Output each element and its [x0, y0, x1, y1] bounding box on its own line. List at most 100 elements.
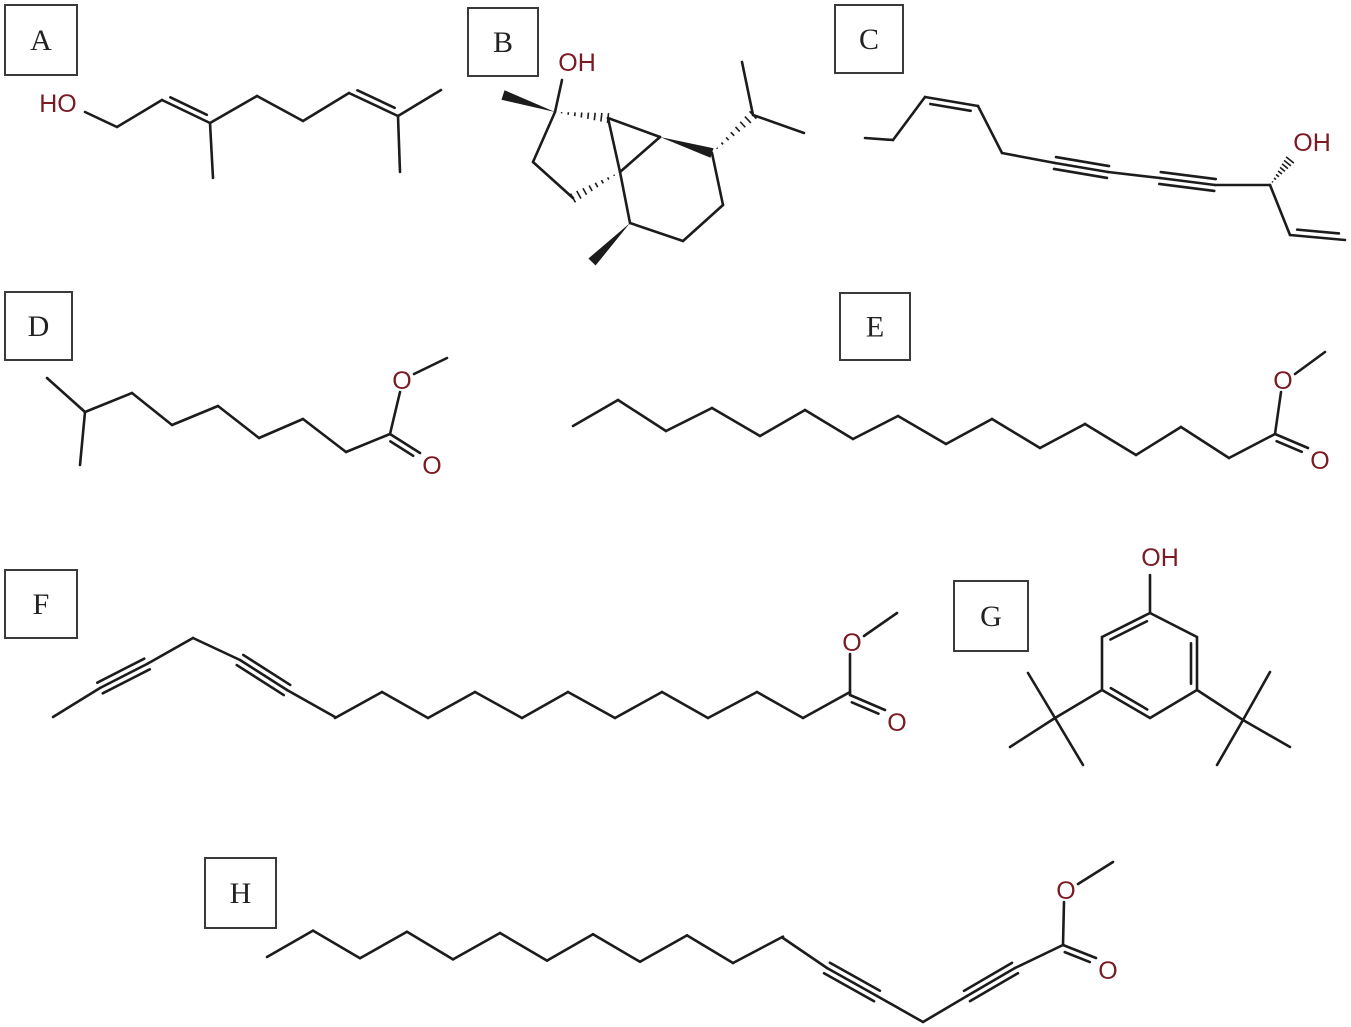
- single-bond: [1241, 718, 1292, 749]
- single-bond: [606, 116, 662, 139]
- hash-line: [586, 112, 590, 119]
- triple-bond-outer: [822, 971, 876, 1003]
- single-bond: [83, 391, 134, 414]
- single-bond: [1061, 900, 1066, 947]
- double-bond: [1100, 688, 1152, 720]
- double-bond-inner: [929, 102, 972, 113]
- single-bond: [896, 414, 948, 446]
- double-bond: [848, 693, 887, 712]
- single-bond: [333, 690, 384, 720]
- single-bond: [78, 410, 87, 467]
- single-bond: [405, 930, 455, 961]
- triple-bond-outer: [968, 971, 1020, 1003]
- single-bond: [681, 203, 725, 243]
- single-bond: [396, 88, 443, 118]
- triple-bond: [965, 966, 1017, 998]
- triple-bond: [1053, 161, 1110, 174]
- hash-line: [569, 193, 577, 203]
- hash-line: [594, 182, 599, 188]
- single-bond: [781, 936, 829, 970]
- atom-label: O: [1310, 447, 1329, 475]
- atom-label: OH: [558, 49, 596, 77]
- triple-bond: [825, 966, 879, 998]
- hash-line: [1273, 177, 1277, 181]
- wedge-bond: [588, 223, 630, 266]
- double-bond: [347, 91, 400, 118]
- single-bond: [1148, 611, 1199, 639]
- triple-bond-outer: [1052, 167, 1109, 180]
- atom-label: O: [1056, 877, 1075, 905]
- hash-line: [580, 112, 583, 118]
- structure-h: H O O: [204, 857, 1118, 1024]
- single-bond: [1053, 716, 1085, 767]
- single-bond: [566, 690, 617, 720]
- single-bond: [755, 690, 805, 720]
- structure-label: H: [230, 877, 252, 910]
- atom-label: O: [422, 452, 441, 480]
- single-bond: [473, 690, 524, 720]
- hash-line: [734, 126, 741, 133]
- label-box: [834, 4, 904, 74]
- single-bond: [863, 136, 895, 142]
- single-bond: [531, 160, 575, 200]
- single-bond: [710, 151, 725, 207]
- hash-line: [739, 121, 746, 128]
- single-bond: [1053, 688, 1104, 720]
- single-bond: [751, 113, 806, 135]
- atom-label: O: [1273, 367, 1292, 395]
- single-bond: [1148, 688, 1199, 720]
- double-bond-inner: [1109, 686, 1149, 711]
- hash-line: [744, 115, 752, 124]
- single-bond: [613, 690, 664, 720]
- hash-line: [600, 112, 603, 122]
- single-bond: [191, 636, 242, 662]
- single-bond: [1038, 422, 1087, 450]
- double-bond-inner: [1063, 950, 1092, 964]
- single-bond: [1000, 151, 1057, 165]
- single-bond: [145, 636, 195, 666]
- single-bond: [412, 356, 449, 376]
- double-bond-inner: [850, 701, 880, 716]
- single-bond: [710, 406, 762, 438]
- hash-line: [613, 174, 616, 177]
- single-bond: [553, 78, 564, 114]
- atom-label: O: [1098, 957, 1117, 985]
- triple-bond-outer: [101, 668, 152, 695]
- structure-label: D: [28, 310, 50, 343]
- single-bond: [990, 417, 1042, 450]
- atom-label: O: [842, 629, 861, 657]
- single-bond: [311, 929, 362, 960]
- single-bond: [875, 994, 925, 1024]
- single-bond: [51, 686, 102, 719]
- single-bond: [944, 417, 994, 446]
- single-bond: [618, 135, 662, 174]
- single-bond: [1215, 718, 1245, 767]
- single-bond: [208, 121, 215, 180]
- single-bond: [685, 934, 735, 965]
- atom-label: O: [887, 709, 906, 737]
- single-bond: [616, 398, 668, 433]
- label-box: [953, 580, 1029, 652]
- single-bond: [664, 406, 714, 433]
- triple-bond-outer: [95, 657, 146, 684]
- structure-b: BOH: [467, 7, 806, 266]
- hash-line: [1279, 166, 1286, 172]
- single-bond: [255, 94, 305, 123]
- triple-bond: [1158, 176, 1217, 187]
- single-bond: [801, 690, 852, 720]
- single-bond: [531, 110, 557, 164]
- hashed-bond: [569, 174, 616, 203]
- single-bond: [1008, 716, 1057, 749]
- hash-line: [730, 131, 735, 137]
- single-bond: [451, 931, 502, 961]
- triple-bond: [98, 662, 149, 690]
- single-bond: [606, 116, 622, 174]
- single-bond: [1268, 183, 1292, 237]
- double-bond: [1100, 611, 1152, 639]
- single-bond: [706, 690, 759, 720]
- structure-label: A: [30, 24, 52, 57]
- hashed-bond: [560, 112, 610, 124]
- single-bond: [660, 690, 710, 720]
- double-bond: [1288, 233, 1347, 242]
- atom-label: HO: [39, 90, 77, 118]
